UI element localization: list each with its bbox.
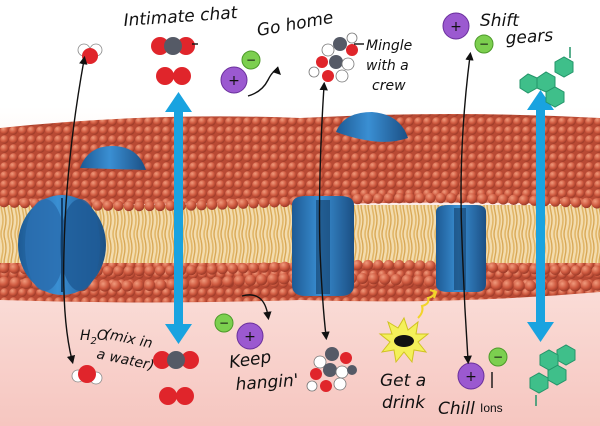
o2-molecule-top	[156, 67, 191, 85]
anion-chill: −	[488, 347, 508, 367]
steroid-molecule-top	[519, 47, 574, 108]
aquaporin-channel	[18, 195, 106, 295]
surface-protein-left	[80, 146, 146, 170]
steroid-molecule-bottom	[529, 344, 576, 406]
anion-go-home: −	[241, 50, 261, 70]
cation-go-home: +	[220, 66, 248, 94]
svg-text:−: −	[219, 316, 229, 330]
svg-text:−: −	[479, 37, 489, 51]
svg-text:−: −	[493, 350, 503, 364]
label-get-2: drink	[382, 393, 426, 413]
anion-keep: −	[214, 313, 234, 333]
label-gears: gears	[505, 26, 554, 49]
svg-text:−: −	[246, 53, 256, 67]
cation-chill: +	[457, 362, 485, 390]
anion-shift: −	[474, 34, 494, 54]
label-keep-2: hangin'	[235, 371, 299, 395]
label-mingle-1: Mingle	[366, 38, 412, 54]
co2-molecule-bottom	[153, 351, 199, 369]
cation-keep: +	[236, 322, 264, 350]
blue-arrow-steroid	[527, 90, 554, 342]
label-ions: Ions	[480, 401, 503, 415]
svg-text:+: +	[450, 19, 462, 35]
surface-protein-right	[336, 112, 408, 142]
black-arrows	[62, 43, 493, 388]
label-mingle-2: with a	[366, 58, 409, 74]
label-shift: Shift	[480, 11, 520, 31]
cation-shift: +	[442, 12, 470, 40]
ion-channel-middle	[292, 196, 354, 296]
svg-text:+: +	[465, 369, 477, 385]
label-chill: Chill	[438, 399, 475, 419]
o2-molecule-bottom	[159, 387, 194, 405]
label-mingle-3: crew	[372, 78, 406, 94]
label-get-1: Get a	[380, 371, 426, 391]
svg-text:+: +	[244, 329, 256, 345]
labels: Intimate chat Go home Mingle with a crew…	[80, 3, 554, 419]
co2-molecule-top	[151, 37, 195, 55]
blue-arrow-gas	[165, 92, 192, 344]
water-molecule-bottom	[71, 365, 103, 385]
drink-splash-icon	[378, 289, 438, 364]
glucose-molecule-bottom	[306, 347, 357, 392]
label-h2o: H2O	[80, 328, 108, 347]
glucose-molecule-top	[308, 32, 358, 83]
svg-text:+: +	[228, 73, 240, 89]
